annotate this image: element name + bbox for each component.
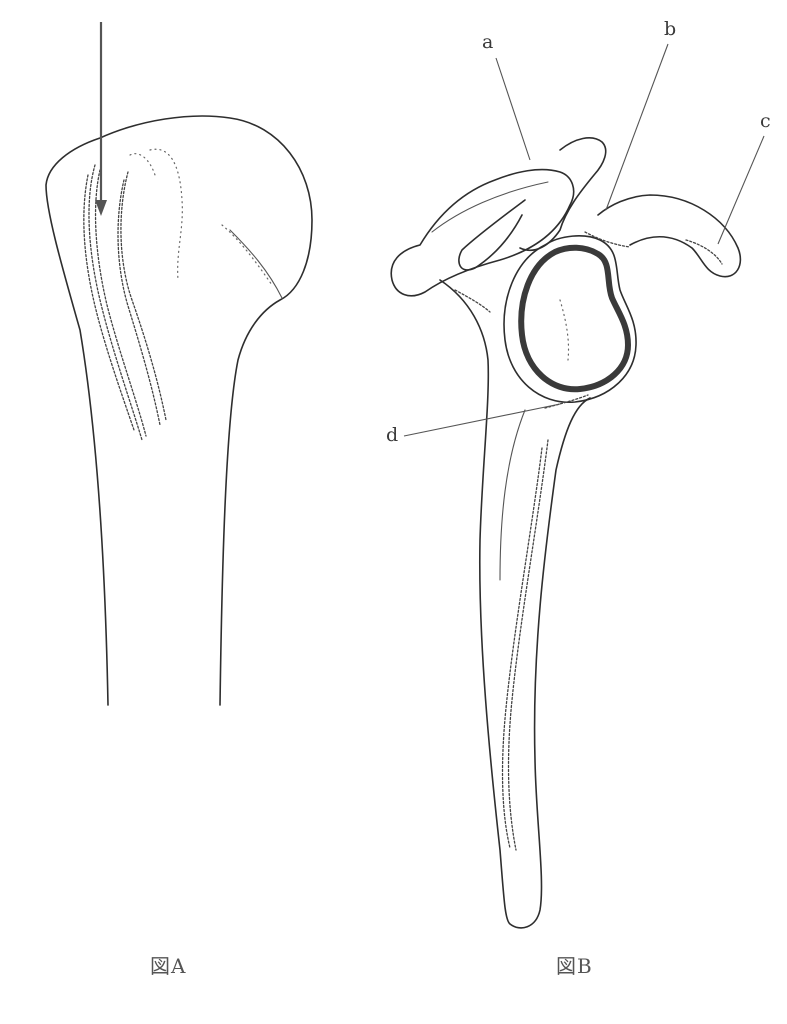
caption-figure-b: 図B bbox=[556, 954, 593, 978]
scapular-spine bbox=[458, 199, 526, 271]
neck-hatch bbox=[544, 394, 589, 409]
groove-hatch-right-2 bbox=[117, 179, 161, 426]
coracoid-root bbox=[519, 137, 607, 252]
figure-a-humerus bbox=[45, 22, 313, 706]
label-b: b bbox=[664, 18, 677, 40]
humerus-head-line bbox=[229, 229, 283, 299]
label-c: c bbox=[760, 110, 771, 132]
groove-hatch-right bbox=[120, 171, 167, 421]
acromion-base-hatch bbox=[454, 289, 491, 313]
caption-figure-a: 図A bbox=[150, 954, 187, 978]
arrow-head bbox=[95, 200, 107, 216]
axillary-border-hatch bbox=[507, 439, 549, 851]
acromion-inner bbox=[431, 181, 549, 233]
figure-b-scapula bbox=[390, 43, 765, 929]
acromion-outline bbox=[390, 168, 575, 297]
lateral-ridge bbox=[499, 409, 526, 581]
scapula-body-outline bbox=[439, 279, 591, 929]
label-d: d bbox=[386, 424, 399, 446]
anatomical-neck-dots bbox=[221, 224, 273, 286]
leader-b bbox=[605, 43, 669, 211]
groove-hatch-left-2 bbox=[94, 169, 147, 437]
leader-d bbox=[403, 403, 561, 437]
leader-a bbox=[495, 57, 531, 161]
label-a: a bbox=[482, 31, 494, 53]
lesser-tuberosity-dots bbox=[149, 148, 183, 281]
axillary-border-hatch-2 bbox=[501, 447, 543, 849]
coracoid-tip-hatch bbox=[685, 239, 723, 265]
groove-hatch-left-3 bbox=[83, 174, 135, 431]
head-dots bbox=[129, 153, 156, 176]
groove-hatch-left bbox=[88, 164, 143, 441]
coracoid-base-hatch bbox=[584, 231, 631, 248]
coracoid-process bbox=[597, 194, 742, 278]
humerus-outline bbox=[45, 115, 313, 706]
glenoid-surface-dots bbox=[559, 299, 570, 361]
glenoid-rim-outer bbox=[503, 235, 637, 403]
glenoid-cavity bbox=[518, 244, 632, 393]
leader-c bbox=[717, 135, 765, 245]
